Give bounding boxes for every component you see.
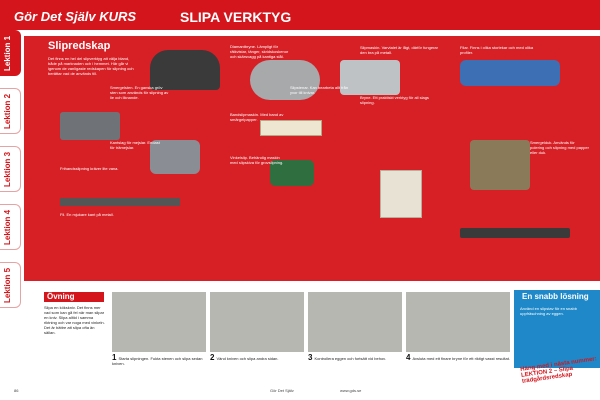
fil-image — [60, 198, 180, 206]
magazine-name: Gör Det Själv — [270, 388, 294, 393]
vise-image — [60, 112, 120, 140]
item-tutorial: Frihandsslipning kräver lite vana. — [60, 166, 119, 171]
brynen-image — [380, 170, 422, 218]
tab-lektion-5[interactable]: Lektion 5 — [0, 262, 21, 308]
item-bandslip: Bandslipmaskin. Med band av smärgelpappe… — [230, 112, 284, 122]
sharpener-image — [150, 140, 200, 174]
item-smergelsten: Smergelsten. En ganska gröv sten som anv… — [110, 85, 169, 100]
snabb-text: Använd en slipstav för en snabb uppfräsc… — [520, 306, 577, 316]
stick-image — [460, 60, 560, 86]
item-kantsag: Kantslag för mejslar. Endast för trämejs… — [110, 140, 160, 150]
item-slipmaskin: Slipmaskin. Varvtalet är lågt, därför fu… — [360, 45, 438, 55]
chain-file-image — [460, 228, 570, 238]
item-filar: Filar. Finns i olika storlekar och med o… — [460, 45, 534, 55]
grinder-image — [250, 60, 320, 100]
tab-lektion-1[interactable]: Lektion 1 — [0, 30, 21, 76]
tab-lektion-4[interactable]: Lektion 4 — [0, 204, 21, 250]
kurs-label: Gör Det Själv KURS — [14, 9, 137, 24]
page-number: 86 — [14, 388, 19, 393]
lesson-tabs: Lektion 1 Lektion 2 Lektion 3 Lektion 4 … — [0, 30, 24, 308]
exercise-intro: Slipa en kökskniv. Det finns mer vad som… — [44, 305, 105, 335]
step-1-image — [112, 292, 206, 352]
tab-lektion-2[interactable]: Lektion 2 — [0, 88, 21, 134]
snabb-title: En snabb lösning — [522, 292, 589, 301]
step-2-image — [210, 292, 304, 352]
ovning-bar — [44, 292, 104, 302]
bandslip-image — [150, 50, 220, 90]
item-diamantbryne: Diamantbryne. Lämpligt för rätkvistar, t… — [230, 44, 289, 59]
step-3-image — [308, 292, 402, 352]
item-bryne: Bryne. Ett praktiskt verktyg för all sla… — [360, 95, 429, 105]
item-vinkelslip: Vinkelslip. Behändig maskin med slipskiv… — [230, 155, 284, 165]
slipmaskin-image — [340, 60, 400, 95]
exercise-title: Övning — [47, 292, 75, 301]
stone-image — [260, 120, 322, 136]
page-title: SLIPA VERKTYG — [180, 9, 292, 25]
item-slipstenar: Slipstenar. Kan bearbeta allt från yxor … — [290, 85, 349, 95]
item-smergelduk: Smergelduk. Används för polering och sli… — [530, 140, 589, 155]
vinkelslip-image — [270, 160, 314, 186]
slipredskap-intro: Det finns en hel del slipverktyg att väl… — [48, 56, 134, 76]
slipredskap-heading: Slipredskap — [48, 40, 111, 52]
tab-lektion-3[interactable]: Lektion 3 — [0, 146, 21, 192]
header-bar: Gör Det Själv KURS SLIPA VERKTYG — [0, 0, 600, 30]
smergelduk-image — [470, 140, 530, 190]
item-fil: Fil. En mjukare kant på metall. — [60, 212, 114, 217]
snabb-box — [514, 290, 600, 368]
website: www.gds.se — [340, 388, 362, 393]
step-4-image — [406, 292, 510, 352]
